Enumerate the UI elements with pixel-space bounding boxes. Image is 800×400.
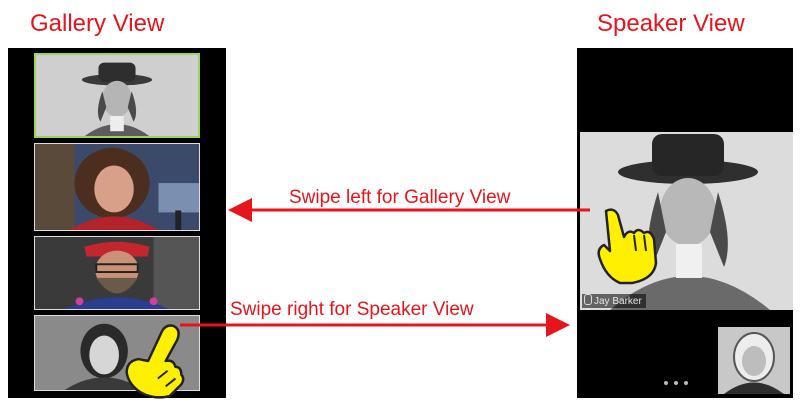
gallery-view-title: Gallery View — [30, 10, 165, 37]
gallery-tile-1[interactable] — [34, 53, 200, 138]
swipe-right-label: Swipe right for Speaker View — [230, 299, 474, 320]
page-dot-3[interactable] — [684, 381, 688, 385]
speaker-self-view-thumbnail[interactable] — [718, 327, 790, 394]
page-dot-1[interactable] — [664, 381, 668, 385]
engraved-portrait-hat — [36, 55, 198, 136]
swipe-left-arrowhead — [228, 198, 252, 222]
speaker-name: Jay Barker — [594, 296, 642, 307]
page-dot-2[interactable] — [674, 381, 678, 385]
page-indicator — [664, 381, 688, 385]
speaker-name-tag: Jay Barker — [582, 294, 646, 308]
swipe-left-label: Swipe left for Gallery View — [289, 187, 511, 208]
speaker-view-title: Speaker View — [597, 10, 745, 37]
pointing-hand-icon — [125, 324, 185, 399]
gallery-phone-screen — [8, 48, 226, 398]
woman-curly-hair-photo — [35, 144, 199, 230]
gallery-tile-3[interactable] — [34, 236, 200, 310]
pointing-hand-icon — [597, 208, 658, 285]
swipe-right-arrowhead — [546, 313, 570, 337]
muted-mic-icon — [584, 294, 592, 305]
gallery-tile-2[interactable] — [34, 143, 200, 231]
bearded-man-photo — [35, 237, 199, 309]
engraved-portrait-bonnet — [718, 327, 790, 394]
speaker-phone-screen — [577, 48, 793, 398]
